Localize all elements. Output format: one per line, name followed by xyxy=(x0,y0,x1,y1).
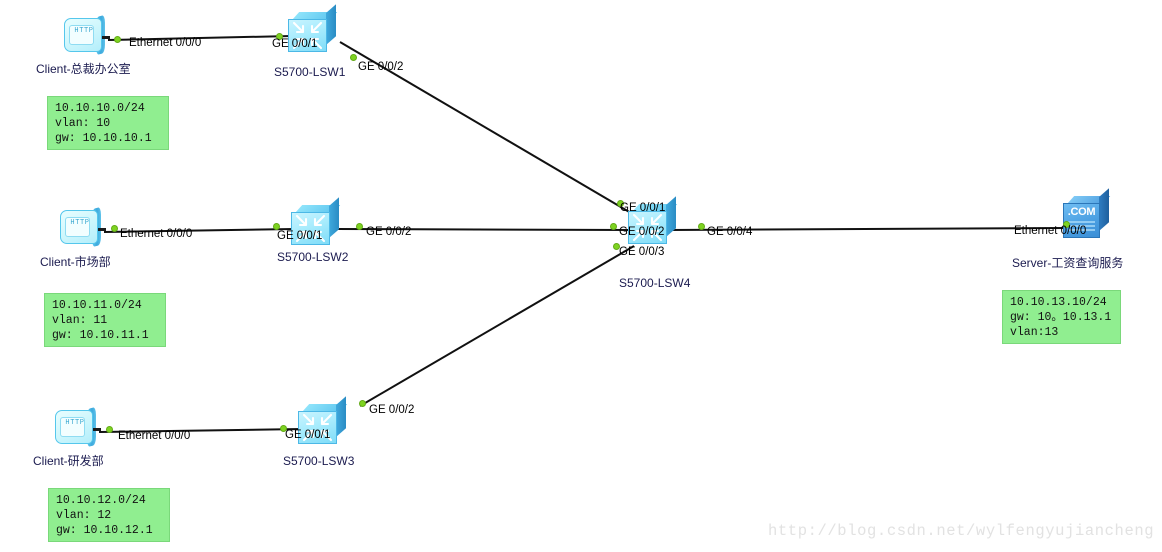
port-dot-icon[interactable] xyxy=(280,425,287,432)
switch-icon[interactable] xyxy=(298,396,352,448)
client-icon-face xyxy=(64,18,102,52)
port-dot-icon[interactable] xyxy=(114,36,121,43)
switch-arrows-glyph xyxy=(632,213,663,242)
node-label-client-market: Client-市场部 xyxy=(40,255,111,269)
server-icon-front-face xyxy=(1063,203,1100,238)
subnet-annotation-line: gw: 10。10.13.1 xyxy=(1010,311,1112,324)
node-server-payroll[interactable]: .COM xyxy=(1062,188,1114,242)
port-dot-icon[interactable] xyxy=(617,200,624,207)
interface-label: GE 0/0/2 xyxy=(619,226,665,238)
switch-icon-right-face xyxy=(326,4,336,45)
port-dot-icon[interactable] xyxy=(273,223,280,230)
port-dot-icon[interactable] xyxy=(613,243,620,250)
subnet-annotation-vlan10: 10.10.10.0/24 vlan: 10 gw: 10.10.10.1 xyxy=(47,96,169,150)
subnet-annotation-vlan13: 10.10.13.10/24 gw: 10。10.13.1 vlan:13 xyxy=(1002,290,1121,344)
interface-label: Ethernet 0/0/0 xyxy=(120,228,193,240)
node-lsw3[interactable] xyxy=(298,396,352,448)
client-icon-screen xyxy=(60,417,85,437)
switch-icon[interactable] xyxy=(628,196,682,248)
switch-arrows-glyph xyxy=(292,21,323,50)
server-icon-right-face xyxy=(1099,188,1109,231)
switch-arrows-glyph xyxy=(295,214,326,243)
server-icon-slot xyxy=(1068,221,1095,223)
node-label-client-rd: Client-研发部 xyxy=(33,454,104,468)
watermark-text: http://blog.csdn.net/wylfengyujiancheng xyxy=(768,522,1155,540)
port-dot-icon[interactable] xyxy=(106,426,113,433)
interface-label: GE 0/0/2 xyxy=(366,226,412,238)
subnet-annotation-vlan12: 10.10.12.0/24 vlan: 12 gw: 10.10.12.1 xyxy=(48,488,170,542)
node-label-lsw2: S5700-LSW2 xyxy=(277,250,349,264)
client-icon-port-stub xyxy=(102,36,110,39)
port-dot-icon[interactable] xyxy=(356,223,363,230)
switch-arrows-glyph xyxy=(302,413,333,442)
subnet-annotation-line: 10.10.10.0/24 xyxy=(55,102,145,115)
subnet-annotation-line: vlan:13 xyxy=(1010,326,1059,339)
node-label-lsw4: S5700-LSW4 xyxy=(619,276,691,290)
switch-icon-right-face xyxy=(666,196,676,237)
node-label-client-ceo: Client-总裁办公室 xyxy=(36,62,131,76)
node-lsw1[interactable] xyxy=(288,4,342,56)
node-client-rd[interactable]: HTTP xyxy=(55,406,101,448)
subnet-annotation-vlan11: 10.10.11.0/24 vlan: 11 gw: 10.10.11.1 xyxy=(44,293,166,347)
server-icon-com-text: .COM xyxy=(1067,206,1096,218)
link-lsw3-to-lsw4 xyxy=(359,245,635,407)
http-client-icon[interactable]: HTTP xyxy=(55,406,101,448)
node-label-server-payroll: Server-工资查询服务 xyxy=(1012,256,1124,270)
port-dot-icon[interactable] xyxy=(698,223,705,230)
interface-label: Ethernet 0/0/0 xyxy=(129,37,202,49)
client-icon-face xyxy=(60,210,98,244)
interface-label: Ethernet 0/0/0 xyxy=(1014,225,1087,237)
client-icon-http-text: HTTP xyxy=(65,419,85,427)
interface-label: GE 0/0/1 xyxy=(620,202,666,214)
http-client-icon[interactable]: HTTP xyxy=(64,14,110,56)
switch-icon-right-face xyxy=(329,197,339,238)
subnet-annotation-line: vlan: 10 xyxy=(55,117,111,130)
subnet-annotation-line: 10.10.13.10/24 xyxy=(1010,296,1107,309)
subnet-annotation-line: 10.10.12.0/24 xyxy=(56,494,146,507)
node-lsw2[interactable] xyxy=(291,197,345,249)
interface-label: GE 0/0/1 xyxy=(285,429,331,441)
switch-icon-right-face xyxy=(336,396,346,437)
interface-label: GE 0/0/1 xyxy=(272,38,318,50)
port-dot-icon[interactable] xyxy=(111,225,118,232)
http-client-icon[interactable]: HTTP xyxy=(60,206,106,248)
node-lsw4[interactable] xyxy=(628,196,682,248)
subnet-annotation-line: gw: 10.10.11.1 xyxy=(52,329,149,342)
client-icon-http-text: HTTP xyxy=(74,27,94,35)
com-server-icon[interactable]: .COM xyxy=(1062,188,1114,242)
node-client-ceo[interactable]: HTTP xyxy=(64,14,110,56)
server-icon-slots xyxy=(1068,221,1095,233)
client-icon-screen xyxy=(69,25,94,45)
subnet-annotation-line: gw: 10.10.10.1 xyxy=(55,132,152,145)
subnet-annotation-line: gw: 10.10.12.1 xyxy=(56,524,153,537)
switch-icon[interactable] xyxy=(288,4,342,56)
subnet-annotation-line: vlan: 12 xyxy=(56,509,112,522)
subnet-annotation-line: 10.10.11.0/24 xyxy=(52,299,142,312)
subnet-annotation-line: vlan: 11 xyxy=(52,314,108,327)
client-icon-port-stub xyxy=(98,228,106,231)
interface-label: GE 0/0/2 xyxy=(358,61,404,73)
switch-icon[interactable] xyxy=(291,197,345,249)
server-icon-slot xyxy=(1068,225,1095,227)
node-label-lsw3: S5700-LSW3 xyxy=(283,454,355,468)
client-icon-face xyxy=(55,410,93,444)
client-icon-http-text: HTTP xyxy=(70,219,90,227)
port-dot-icon[interactable] xyxy=(610,223,617,230)
port-dot-icon[interactable] xyxy=(276,33,283,40)
interface-label: GE 0/0/1 xyxy=(277,230,323,242)
server-icon-slot xyxy=(1068,229,1095,231)
client-icon-screen xyxy=(65,217,90,237)
node-label-lsw1: S5700-LSW1 xyxy=(274,65,346,79)
port-dot-icon[interactable] xyxy=(1063,221,1070,228)
interface-label: GE 0/0/3 xyxy=(619,246,665,258)
port-dot-icon[interactable] xyxy=(350,54,357,61)
node-client-market[interactable]: HTTP xyxy=(60,206,106,248)
client-icon-port-stub xyxy=(93,428,101,431)
port-dot-icon[interactable] xyxy=(359,400,366,407)
interface-label: GE 0/0/4 xyxy=(707,226,753,238)
interface-label: GE 0/0/2 xyxy=(369,404,415,416)
interface-label: Ethernet 0/0/0 xyxy=(118,430,191,442)
